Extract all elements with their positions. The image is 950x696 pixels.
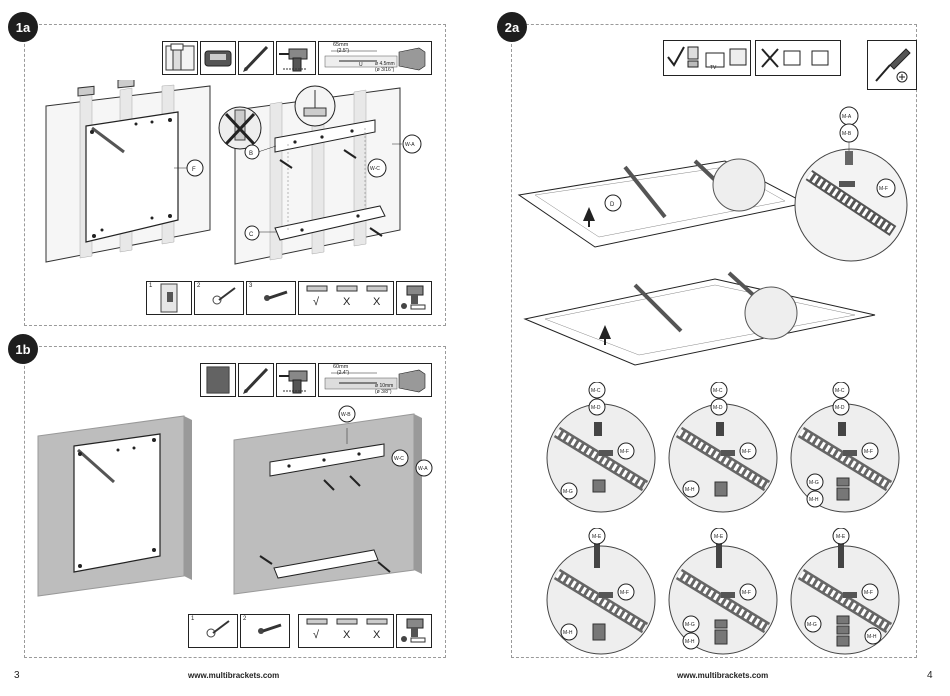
level-check-box: √ X X: [298, 281, 394, 315]
concrete-wall-icon: [200, 363, 236, 397]
label-mc: M-C: [713, 388, 723, 394]
label-md: M-D: [591, 405, 601, 411]
label-wa: W-A: [405, 142, 415, 148]
label-wa: W-A: [418, 466, 428, 472]
step-number: 3: [249, 283, 252, 289]
level-mark-wrong: X: [343, 296, 350, 308]
drill-icon: [396, 614, 432, 648]
step-3-box: 3: [246, 281, 296, 315]
wall-stud-illustration: F B C W-A W-C: [40, 80, 440, 275]
detail-circle-6: M-E M-F M-G M-H: [789, 528, 909, 658]
detail-grid: M-C M-D M-F M-G M-C M-D M-F M-H: [545, 382, 915, 658]
page-number: 3: [14, 670, 20, 681]
page-number: 4: [927, 670, 933, 681]
wall-stud-icon: [162, 41, 198, 75]
label-mb: M-B: [842, 131, 852, 137]
label-ma: M-A: [842, 114, 852, 120]
level-check-box: √ X X: [298, 614, 394, 648]
label-me: M-E: [714, 534, 724, 540]
label-wc: W-C: [394, 456, 404, 462]
step-number: 1: [191, 616, 194, 622]
page-3: 1a 65mm (2.5") U ø 4.5mm (ø 3/16"): [0, 0, 475, 696]
concrete-wall-illustration: W-B W-C W-A: [34, 400, 434, 600]
detail-circle-3: M-C M-D M-F M-G M-H: [789, 382, 909, 518]
label-c: C: [249, 232, 254, 238]
label-f: F: [192, 167, 196, 173]
tv-label: TV: [710, 65, 717, 71]
stud-finder-icon: [200, 41, 236, 75]
detail-circle-5: M-E M-F M-G M-H: [667, 528, 787, 658]
label-me: M-E: [592, 534, 602, 540]
level-mark-ok: √: [313, 629, 319, 641]
label-mf: M-F: [864, 590, 873, 596]
label-md: M-D: [835, 405, 845, 411]
drill-icon: [276, 41, 316, 75]
detail-circle-1: M-C M-D M-F M-G: [545, 382, 665, 518]
drill-diameter-inch-label: (ø 3/16"): [375, 67, 394, 73]
label-mg: M-G: [685, 622, 695, 628]
footer-url[interactable]: www.multibrackets.com: [677, 671, 768, 680]
step-2-box: 2: [240, 614, 290, 648]
drill-spec-box-1a: 65mm (2.5") U ø 4.5mm (ø 3/16"): [318, 41, 432, 75]
label-mh: M-H: [867, 634, 877, 640]
drill-u-label: U: [359, 62, 363, 68]
label-mg: M-G: [807, 622, 817, 628]
detail-circle-4: M-E M-F M-H: [545, 528, 665, 658]
correct-assembly-box: TV: [663, 40, 751, 76]
drill-diameter-inch-label: (ø 3/8"): [375, 389, 392, 395]
label-md: M-D: [713, 405, 723, 411]
footer-url[interactable]: www.multibrackets.com: [188, 671, 279, 680]
pencil-icon: [238, 363, 274, 397]
label-mf: M-F: [620, 449, 629, 455]
drill-spec-box-1b: 60mm (2.4") ø 10mm (ø 3/8"): [318, 363, 432, 397]
label-mc: M-C: [591, 388, 601, 394]
level-mark-wrong: X: [343, 629, 350, 641]
label-mf: M-F: [864, 449, 873, 455]
step-number: 2: [197, 283, 200, 289]
label-wb: W-B: [341, 412, 351, 418]
drill-depth-inch-label: (2.5"): [337, 48, 349, 54]
label-wc: W-C: [370, 166, 380, 172]
incorrect-assembly-box: [755, 40, 841, 76]
level-mark-wrong: X: [373, 296, 380, 308]
step-number: 1: [149, 283, 152, 289]
label-mc: M-C: [835, 388, 845, 394]
level-mark-ok: √: [313, 296, 319, 308]
drill-icon: [396, 281, 432, 315]
step-1-box: 1: [188, 614, 238, 648]
label-mh: M-H: [809, 497, 819, 503]
step-badge-1b: 1b: [8, 334, 38, 364]
label-me: M-E: [836, 534, 846, 540]
drill-depth-inch-label: (2.4"): [337, 370, 349, 376]
label-mg: M-G: [563, 489, 573, 495]
label-mh: M-H: [685, 639, 695, 645]
detail-circle-2: M-C M-D M-F M-H: [667, 382, 787, 518]
label-d: D: [610, 202, 615, 208]
step-badge-1a: 1a: [8, 12, 38, 42]
screwdriver-box: [867, 40, 917, 90]
label-mf: M-F: [879, 186, 888, 192]
step-1-box: 1: [146, 281, 192, 315]
label-mh: M-H: [563, 630, 573, 636]
step-2-box: 2: [194, 281, 244, 315]
tv-rail-illustration: D M-A M-B M-F: [515, 95, 915, 375]
label-mg: M-G: [809, 480, 819, 486]
label-mh: M-H: [685, 487, 695, 493]
level-mark-wrong: X: [373, 629, 380, 641]
label-mf: M-F: [742, 590, 751, 596]
label-mf: M-F: [620, 590, 629, 596]
page-4: 2a TV: [475, 0, 950, 696]
label-b: B: [249, 151, 253, 157]
pencil-icon: [238, 41, 274, 75]
step-badge-2a: 2a: [497, 12, 527, 42]
label-mf: M-F: [742, 449, 751, 455]
step-number: 2: [243, 616, 246, 622]
drill-icon: [276, 363, 316, 397]
